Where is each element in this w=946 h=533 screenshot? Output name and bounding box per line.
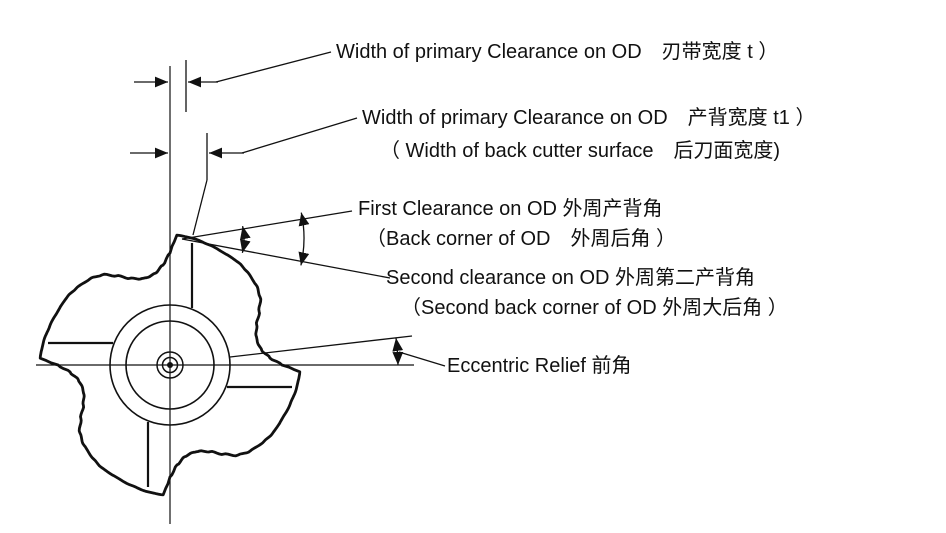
leader-line-t1 [241, 117, 358, 154]
annotations: Width of primary Clearance on OD 刃带宽度 t … [336, 40, 815, 377]
center-point [167, 362, 173, 368]
second-clearance-angle-arc [298, 212, 310, 266]
leader-line-t [215, 51, 332, 83]
label-eccentric-relief: Eccentric Relief 前角 [447, 354, 632, 377]
label-back-surface-width: （ Width of back cutter surface 后刀面宽度) [380, 139, 780, 162]
first-clearance-reference-line [181, 210, 353, 240]
first-clearance-angle-arc [240, 225, 251, 254]
eccentric-relief-angle-arc [392, 337, 404, 366]
hub-outer-circle [109, 304, 231, 426]
extension-line-t1-slant [192, 179, 208, 236]
label-second-clearance-note: （Second back corner of OD 外周大后角 ） [401, 296, 788, 319]
center-hole-outer-circle [156, 351, 184, 379]
cutter-body-outline [38, 233, 302, 497]
label-relieved-back-width: Width of primary Clearance on OD 产背宽度 t1… [362, 106, 815, 129]
second-clearance-reference-line [181, 238, 391, 279]
label-first-clearance-note: （Back corner of OD 外周后角 ） [366, 227, 676, 250]
hub-inner-circle [125, 320, 215, 410]
leader-line-eccentric [398, 351, 446, 367]
center-hole-inner-circle [161, 356, 179, 374]
eccentric-relief-reference-line [229, 335, 413, 358]
label-first-clearance: First Clearance on OD 外周产背角 [358, 197, 663, 220]
label-primary-land-width: Width of primary Clearance on OD 刃带宽度 t … [336, 40, 778, 63]
label-second-clearance: Second clearance on OD 外周第二产背角 [386, 266, 755, 289]
linework [36, 51, 446, 524]
